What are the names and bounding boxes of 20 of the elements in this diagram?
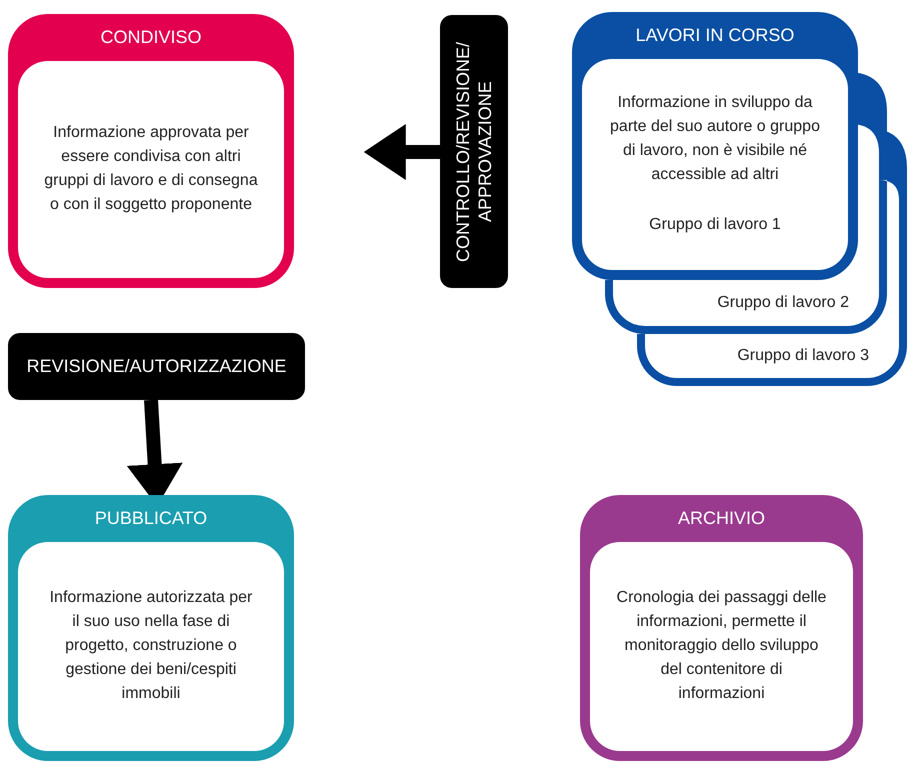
card-description: Informazione in sviluppo da parte del suo autore o gruppo di lavoro, non è visibile né accessible ad altri xyxy=(609,93,821,186)
step-label-box xyxy=(8,333,305,400)
card-title: CONDIVISO xyxy=(99,26,202,49)
status-card xyxy=(8,495,294,761)
card-description: Informazione autorizzata per il suo uso nella fase di progetto, construzione o gestione dei beni/cespiti immobili xyxy=(48,588,254,704)
step-label-box xyxy=(440,15,508,288)
card-description: Informazione approvata per essere condivisa con altri gruppi di lavoro e di consegna o con il soggetto proponente xyxy=(44,123,258,216)
card-description: Cronologia dei passaggi delle informazioni, permette il monitoraggio dello sviluppo del contenitore di informazioni xyxy=(616,588,827,704)
stacked-card xyxy=(637,334,907,386)
group-label: Gruppo di lavoro 3 xyxy=(737,346,869,366)
card-title: LAVORI IN CORSO xyxy=(634,24,796,47)
step-label: REVISIONE/AUTORIZZAZIONE xyxy=(26,355,286,378)
status-card xyxy=(580,495,863,761)
card-title: PUBBLICATO xyxy=(94,507,208,530)
card-title: ARCHIVIO xyxy=(676,507,766,530)
group-label: Gruppo di lavoro 2 xyxy=(717,293,849,313)
group-label: Gruppo di lavoro 1 xyxy=(649,215,781,236)
arrow xyxy=(364,124,440,180)
status-card xyxy=(8,14,294,288)
step-label: CONTROLLO/REVISIONE/ APPROVAZIONE xyxy=(452,40,496,264)
